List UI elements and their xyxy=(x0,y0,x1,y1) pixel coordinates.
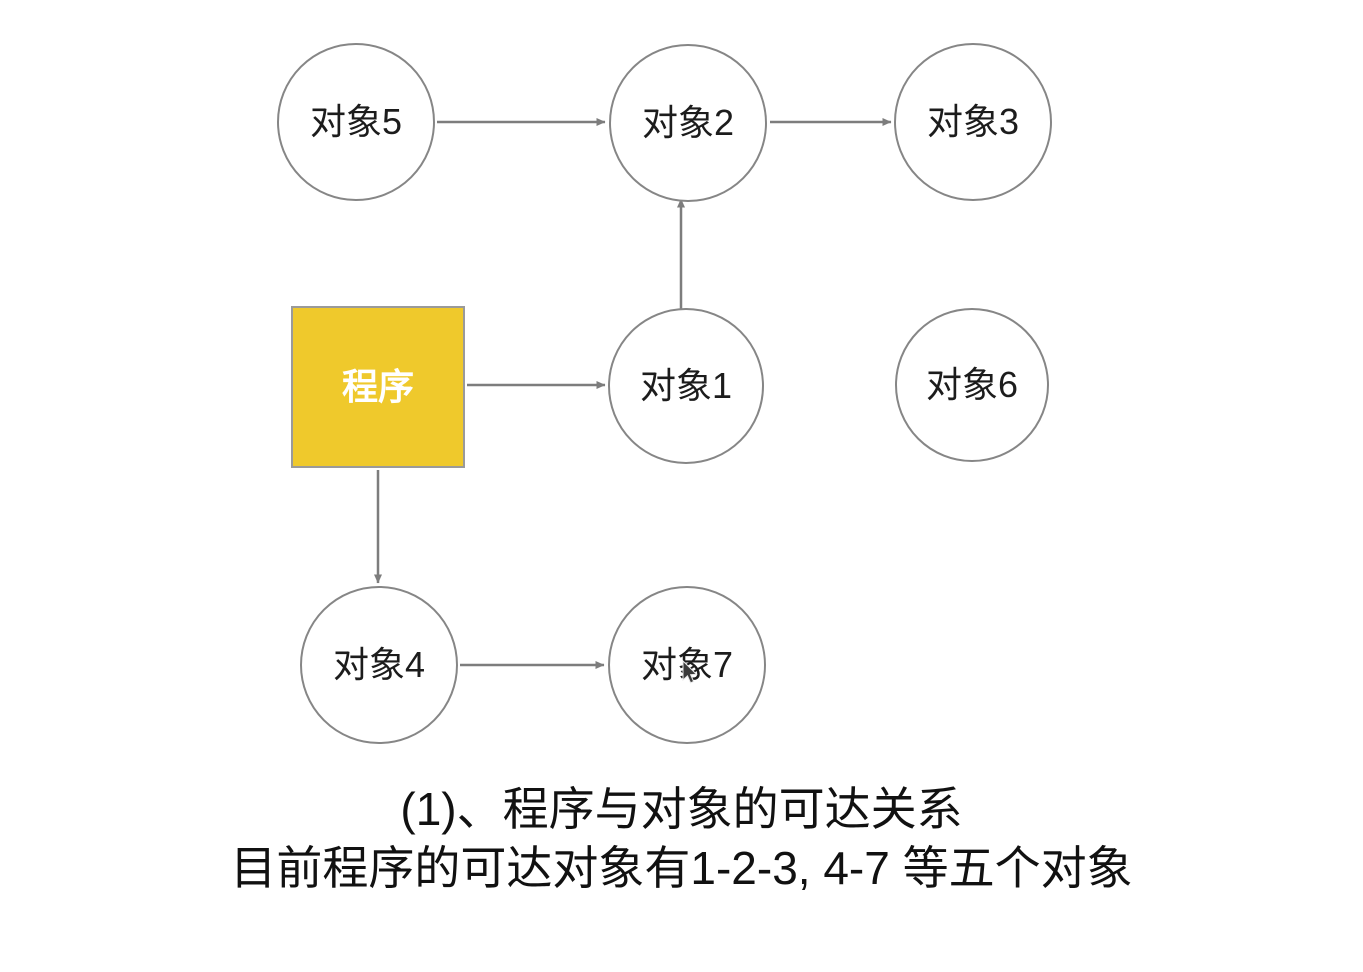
node-obj2-label: 对象2 xyxy=(641,102,735,143)
node-obj7[interactable]: 对象7 xyxy=(608,586,766,744)
node-obj1[interactable]: 对象1 xyxy=(608,308,764,464)
caption-line-1: (1)、程序与对象的可达关系 xyxy=(400,783,963,835)
caption-line-2: 目前程序的可达对象有1-2-3, 4-7 等五个对象 xyxy=(230,841,1133,894)
node-obj1-label: 对象1 xyxy=(639,365,733,406)
node-obj3[interactable]: 对象3 xyxy=(894,43,1052,201)
node-obj6[interactable]: 对象6 xyxy=(895,308,1049,462)
node-obj4[interactable]: 对象4 xyxy=(300,586,458,744)
node-obj3-label: 对象3 xyxy=(926,101,1020,142)
node-program[interactable]: 程序 xyxy=(291,306,465,468)
node-program-label: 程序 xyxy=(341,366,414,407)
node-obj6-label: 对象6 xyxy=(925,364,1019,405)
caption: (1)、程序与对象的可达关系 目前程序的可达对象有1-2-3, 4-7 等五个对… xyxy=(0,780,1363,898)
node-obj5-label: 对象5 xyxy=(309,101,403,142)
node-obj5[interactable]: 对象5 xyxy=(277,43,435,201)
node-obj2[interactable]: 对象2 xyxy=(609,44,767,202)
mouse-pointer-icon xyxy=(682,660,698,684)
node-obj4-label: 对象4 xyxy=(332,644,426,685)
